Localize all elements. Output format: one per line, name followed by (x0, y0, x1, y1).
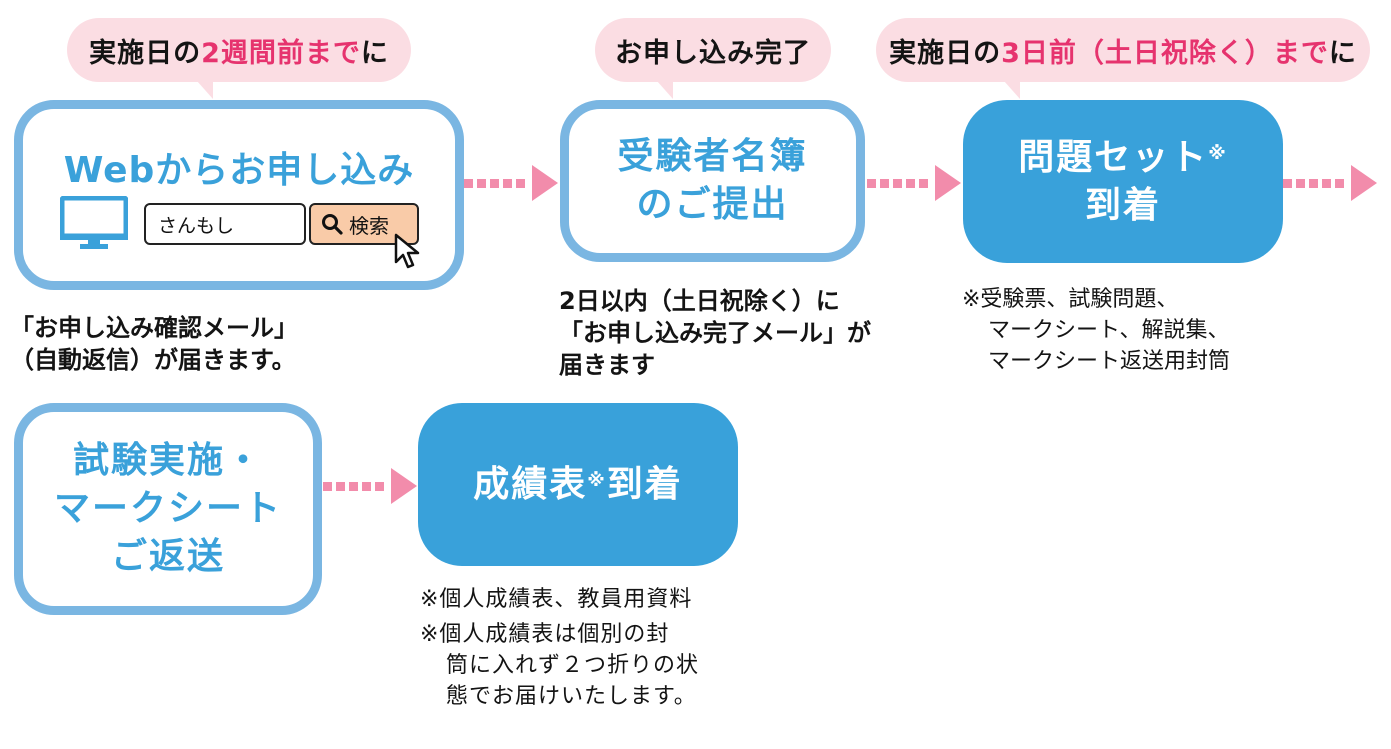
note-line: マークシート返送用封筒 (988, 349, 1231, 374)
cursor-icon (394, 233, 420, 269)
note-line: ※個人成績表は個別の封 (420, 622, 670, 647)
footnote-mark: ※ (587, 469, 607, 491)
note-line: 筒に入れず２つ折りの状 (446, 653, 700, 678)
search-icon (322, 214, 343, 235)
step-title-line: 受験者名簿 (617, 136, 808, 177)
step-title-line: 成績表※到着 (473, 463, 683, 505)
monitor-icon (60, 196, 128, 249)
step-title-line: ご返送 (110, 536, 225, 577)
bubble-suffix: に (1328, 37, 1357, 69)
step-note-web: 「お申し込み確認メール」 （自動返信）が届きます。 (10, 312, 298, 376)
bubble-highlight: 3日前（土日祝除く）まで (1001, 37, 1329, 69)
flow-arrow (323, 468, 419, 504)
step-roster-submission: 受験者名簿 のご提出 (560, 100, 865, 262)
step-title-line: 到着 (1084, 184, 1161, 226)
footnote-mark: ※ (1208, 142, 1228, 164)
step-note-problem-set: ※受験票、試験問題、 マークシート、解説集、 マークシート返送用封筒 (962, 284, 1230, 377)
flow-arrow (1283, 165, 1383, 201)
step-title-line: のご提出 (636, 184, 789, 225)
note-line: マークシート、解説集、 (988, 318, 1230, 343)
bubble-suffix: に (360, 37, 389, 69)
step-note-roster: 2日以内（土日祝除く）に 「お申し込み完了メール」が 届きます (559, 285, 871, 381)
search-value: さんもし (158, 214, 235, 237)
note-line: （自動返信）が届きます。 (10, 346, 296, 374)
note-line: 届きます (559, 351, 655, 379)
flow-arrow (867, 165, 963, 201)
step-title-line: マークシート (53, 488, 282, 529)
flow-arrow (464, 165, 560, 201)
step-title-line: 試験実施・ (72, 440, 263, 481)
note-line: 態でお届けいたします。 (446, 684, 697, 709)
step-exam-and-return: 試験実施・ マークシート ご返送 (14, 403, 322, 615)
step-web-application: Webからお申し込み (14, 100, 464, 290)
note-line: ※受験票、試験問題、 (962, 287, 1179, 312)
bubble-highlight: 2週間前まで (201, 37, 361, 69)
bubble-tail (197, 81, 213, 99)
note-line: 2日以内（土日祝除く）に (559, 287, 840, 315)
bubble-prefix: 実施日の (889, 37, 1002, 69)
step-problem-set-arrival: 問題セット※ 到着 (963, 100, 1283, 263)
step-note-score-report: ※個人成績表、教員用資料 ※個人成績表は個別の封 筒に入れず２つ折りの状 態でお… (420, 584, 699, 712)
bubble-prefix: 実施日の (89, 37, 202, 69)
step-title: Webからお申し込み (63, 150, 415, 191)
note-line: 「お申し込み確認メール」 (10, 314, 298, 342)
status-bubble-complete: お申し込み完了 (595, 18, 831, 99)
step-title-line: 問題セット※ (1018, 136, 1228, 178)
search-button[interactable]: 検索 (309, 203, 419, 245)
note-line: ※個人成績表、教員用資料 (420, 587, 693, 612)
search-input[interactable]: さんもし (144, 203, 306, 245)
bubble-tail (1004, 81, 1020, 99)
note-line: 「お申し込み完了メール」が (559, 319, 871, 347)
search-button-label: 検索 (349, 213, 389, 238)
bubble-prefix: お申し込み完了 (615, 37, 811, 69)
step-score-report-arrival: 成績表※到着 (418, 403, 738, 566)
bubble-tail (657, 81, 673, 99)
